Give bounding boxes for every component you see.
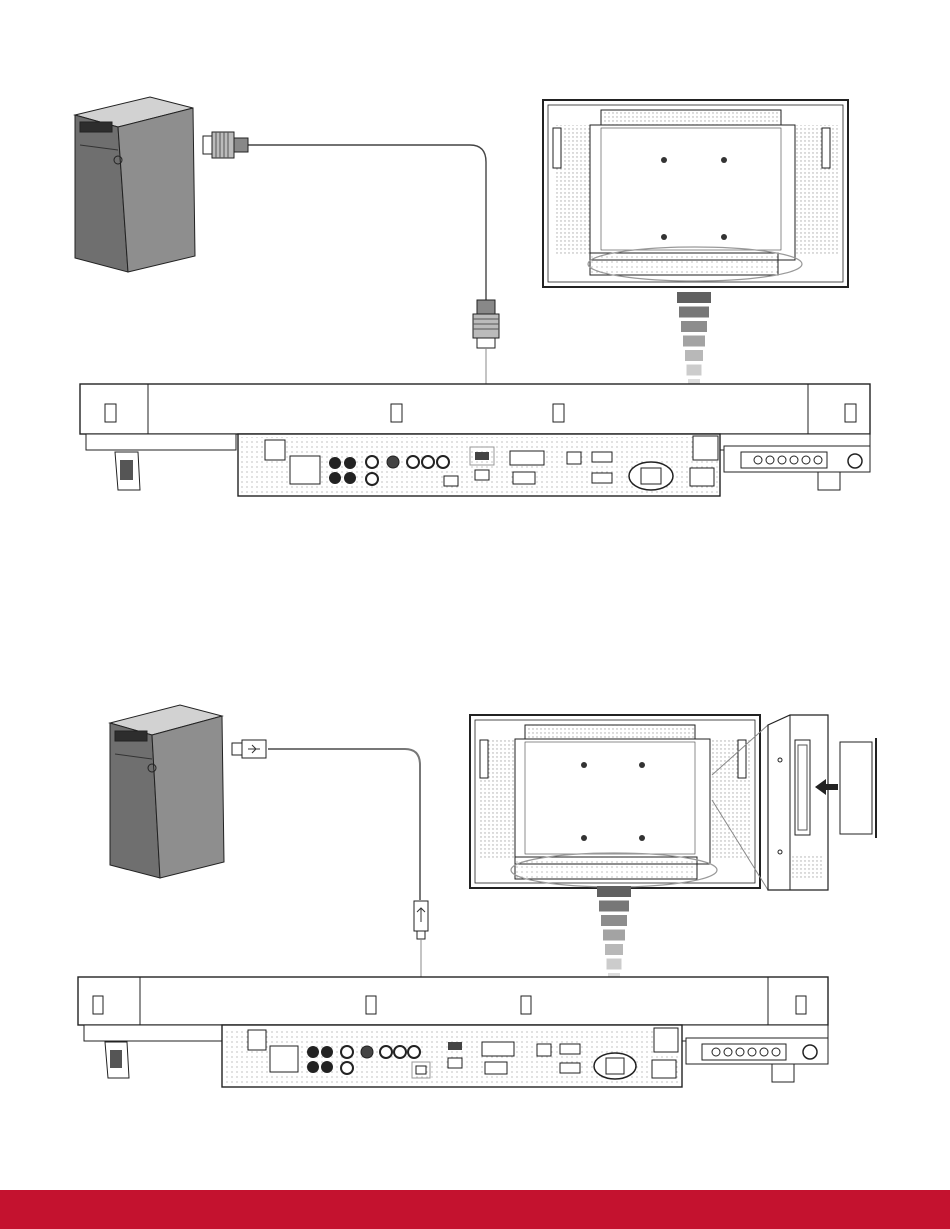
arrow-step — [601, 915, 627, 926]
arrow-step — [599, 901, 629, 912]
hdmi-connector-icon — [203, 132, 248, 158]
display-io-panel — [80, 384, 870, 496]
display-io-panel — [78, 977, 828, 1087]
arrow-step — [679, 307, 709, 318]
arrow-step — [677, 292, 711, 303]
connection-diagram — [0, 0, 950, 1190]
usb-connector-icon — [232, 740, 266, 758]
usb-connection-section — [78, 705, 876, 1087]
arrow-step — [607, 959, 622, 970]
desktop-tower-icon — [110, 705, 224, 878]
arrow-step — [597, 886, 631, 897]
arrow-step — [687, 365, 702, 376]
footer-bar — [0, 1190, 950, 1229]
display-rear-icon — [543, 100, 848, 287]
arrow-step — [603, 930, 625, 941]
desktop-tower-icon — [75, 97, 195, 272]
arrow-step — [605, 944, 623, 955]
arrow-step — [681, 321, 707, 332]
hdmi-connection-section — [75, 97, 870, 496]
display-rear-icon — [470, 715, 760, 888]
arrow-step — [685, 350, 703, 361]
arrow-step — [683, 336, 705, 347]
